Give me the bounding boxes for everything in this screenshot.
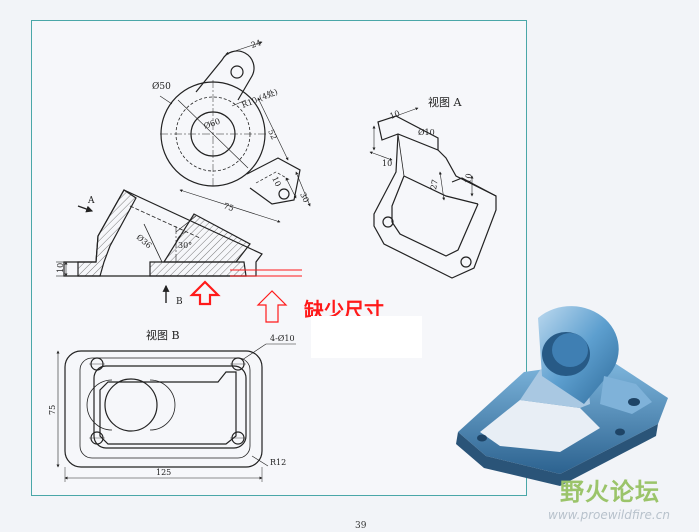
dim-r10: R10 (4处) xyxy=(240,86,279,110)
arrow-a-label: A xyxy=(87,196,95,206)
top-view-dim-text: Ø50 Ø60 24 R10 (4处) 52 10 75 30 xyxy=(152,38,311,213)
view-a-title: 视图 A xyxy=(428,96,462,109)
red-arrow-2 xyxy=(256,290,288,323)
red-arrows xyxy=(189,280,288,323)
dim-a-10b: 10 xyxy=(382,159,392,168)
dim-b-75: 75 xyxy=(48,405,57,415)
view-a-text: Ø10 10 10 27 10 xyxy=(382,109,474,191)
page-number: 39 xyxy=(355,521,367,531)
dim-75: 75 xyxy=(222,201,234,213)
watermark-url: www.proewildfire.cn xyxy=(548,508,670,522)
dim-a-27: 27 xyxy=(429,179,440,191)
view-a xyxy=(369,107,497,279)
top-view xyxy=(159,41,311,223)
dim-a-10a: 10 xyxy=(388,109,401,121)
3d-model-render xyxy=(456,306,668,486)
view-b-title: 视图 B xyxy=(146,329,180,342)
dim-30: 30 xyxy=(298,191,310,204)
red-arrow-1 xyxy=(189,280,221,306)
view-b xyxy=(56,343,296,482)
dim-24: 24 xyxy=(250,38,262,50)
view-b-text: 4-Ø10 75 125 R12 xyxy=(48,334,295,477)
dim-b-holes: 4-Ø10 xyxy=(270,334,295,343)
dim-52: 52 xyxy=(266,128,278,141)
dim-section-10: 10 xyxy=(56,263,65,273)
section-view xyxy=(56,189,302,303)
dim-a-d10: Ø10 xyxy=(418,128,435,137)
dim-a-10c: 10 xyxy=(463,173,474,185)
white-box xyxy=(311,316,422,358)
dim-d60: Ø60 xyxy=(203,117,222,131)
forum-watermark: 野火论坛 xyxy=(560,478,660,506)
dim-b-r12: R12 xyxy=(270,458,286,467)
dim-30deg: 30° xyxy=(178,241,192,250)
dim-b-125: 125 xyxy=(156,468,171,477)
dim-d36: Ø36 xyxy=(135,233,154,251)
arrow-b-label: B xyxy=(176,297,183,307)
dim-d50: Ø50 xyxy=(152,81,171,92)
dim-10: 10 xyxy=(270,175,282,188)
